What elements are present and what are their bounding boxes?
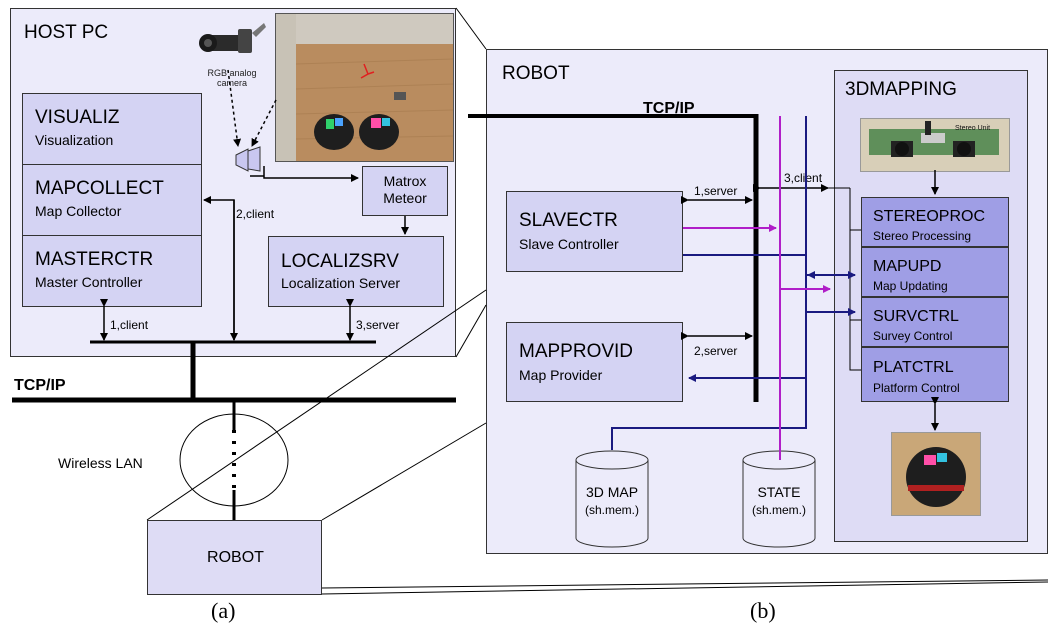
visualiz-name: VISUALIZ [35, 107, 120, 128]
platctrl-name: PLATCTRL [873, 359, 954, 376]
storage-3dmap-sub: (sh.mem.) [585, 503, 639, 517]
host-lines [90, 69, 409, 344]
survctrl-desc: Survey Control [873, 329, 953, 343]
mapupd-name: MAPUPD [873, 258, 942, 275]
slavectr-desc: Slave Controller [519, 236, 619, 252]
host-conn-3: 3,server [356, 318, 400, 332]
robot-tcpip-label: TCP/IP [643, 100, 695, 117]
camera-label: RGB analog camera [207, 68, 257, 88]
wireless-lan-label: Wireless LAN [58, 455, 143, 471]
arena-photo [275, 13, 454, 162]
slavectr-module: SLAVECTR Slave Controller [506, 191, 683, 272]
robot-bus [468, 114, 939, 431]
slavectr-name: SLAVECTR [519, 210, 618, 231]
visualiz-desc: Visualization [35, 132, 114, 148]
mapping-title: 3DMAPPING [845, 79, 957, 100]
platctrl-desc: Platform Control [873, 381, 960, 395]
robot-conn-1: 1,server [694, 184, 738, 198]
matrox-module: Matrox Meteor [362, 166, 448, 216]
caption-b: (b) [750, 598, 776, 623]
masterctr-name: MASTERCTR [35, 249, 154, 270]
magenta-lines [683, 116, 831, 460]
caption-a: (a) [211, 598, 236, 623]
matrox-line1: Matrox [383, 173, 427, 189]
mapprovid-module: MAPPROVID Map Provider [506, 322, 683, 402]
zoom-guide-lines [146, 7, 1049, 595]
storage-state-name: STATE [757, 484, 801, 500]
host-pc-title: HOST PC [24, 22, 109, 43]
robot-photo [891, 432, 981, 516]
robot-conn-2: 2,server [694, 344, 738, 358]
storage-3dmap-name: 3D MAP [585, 484, 639, 500]
mapprovid-name: MAPPROVID [519, 341, 634, 362]
mapcollect-desc: Map Collector [35, 203, 122, 219]
stereo-unit-label: Stereo Unit [955, 125, 991, 132]
localizsrv-name: LOCALIZSRV [281, 251, 399, 272]
projector-icon [234, 145, 264, 175]
storage-state-sub: (sh.mem.) [752, 503, 806, 517]
robot-small-box: ROBOT [147, 520, 322, 595]
mapprovid-desc: Map Provider [519, 367, 603, 383]
mapcollect-module: MAPCOLLECT Map Collector [22, 164, 202, 236]
survctrl-name: SURVCTRL [873, 308, 959, 325]
robot-small-label: ROBOT [207, 549, 264, 566]
network-lines [12, 343, 456, 520]
stereoproc-name: STEREOPROC [873, 208, 986, 225]
robot-conn-3: 3,client [784, 171, 823, 185]
localizsrv-desc: Localization Server [281, 275, 401, 291]
host-conn-2: 2,client [236, 207, 275, 221]
stereoproc-module: STEREOPROC Stereo Processing [861, 197, 1009, 247]
host-tcpip-label: TCP/IP [14, 377, 66, 394]
visualiz-module: VISUALIZ Visualization [22, 93, 202, 165]
masterctr-module: MASTERCTR Master Controller [22, 235, 202, 307]
survctrl-module: SURVCTRL Survey Control [861, 297, 1009, 347]
stereo-unit-photo: Stereo Unit [860, 118, 1010, 172]
navy-lines [611, 116, 856, 450]
robot-title: ROBOT [502, 63, 570, 84]
stereoproc-desc: Stereo Processing [873, 229, 972, 243]
mapupd-module: MAPUPD Map Updating [861, 247, 1009, 297]
localizsrv-module: LOCALIZSRV Localization Server [268, 236, 444, 307]
mapcollect-name: MAPCOLLECT [35, 178, 164, 199]
platctrl-module: PLATCTRL Platform Control [861, 347, 1009, 402]
host-conn-1: 1,client [110, 318, 149, 332]
matrox-line2: Meteor [383, 190, 427, 206]
masterctr-desc: Master Controller [35, 274, 143, 290]
storage-3dmap: 3D MAP (sh.mem.) [575, 450, 649, 548]
camera-image [198, 15, 268, 65]
mapupd-desc: Map Updating [873, 279, 948, 293]
